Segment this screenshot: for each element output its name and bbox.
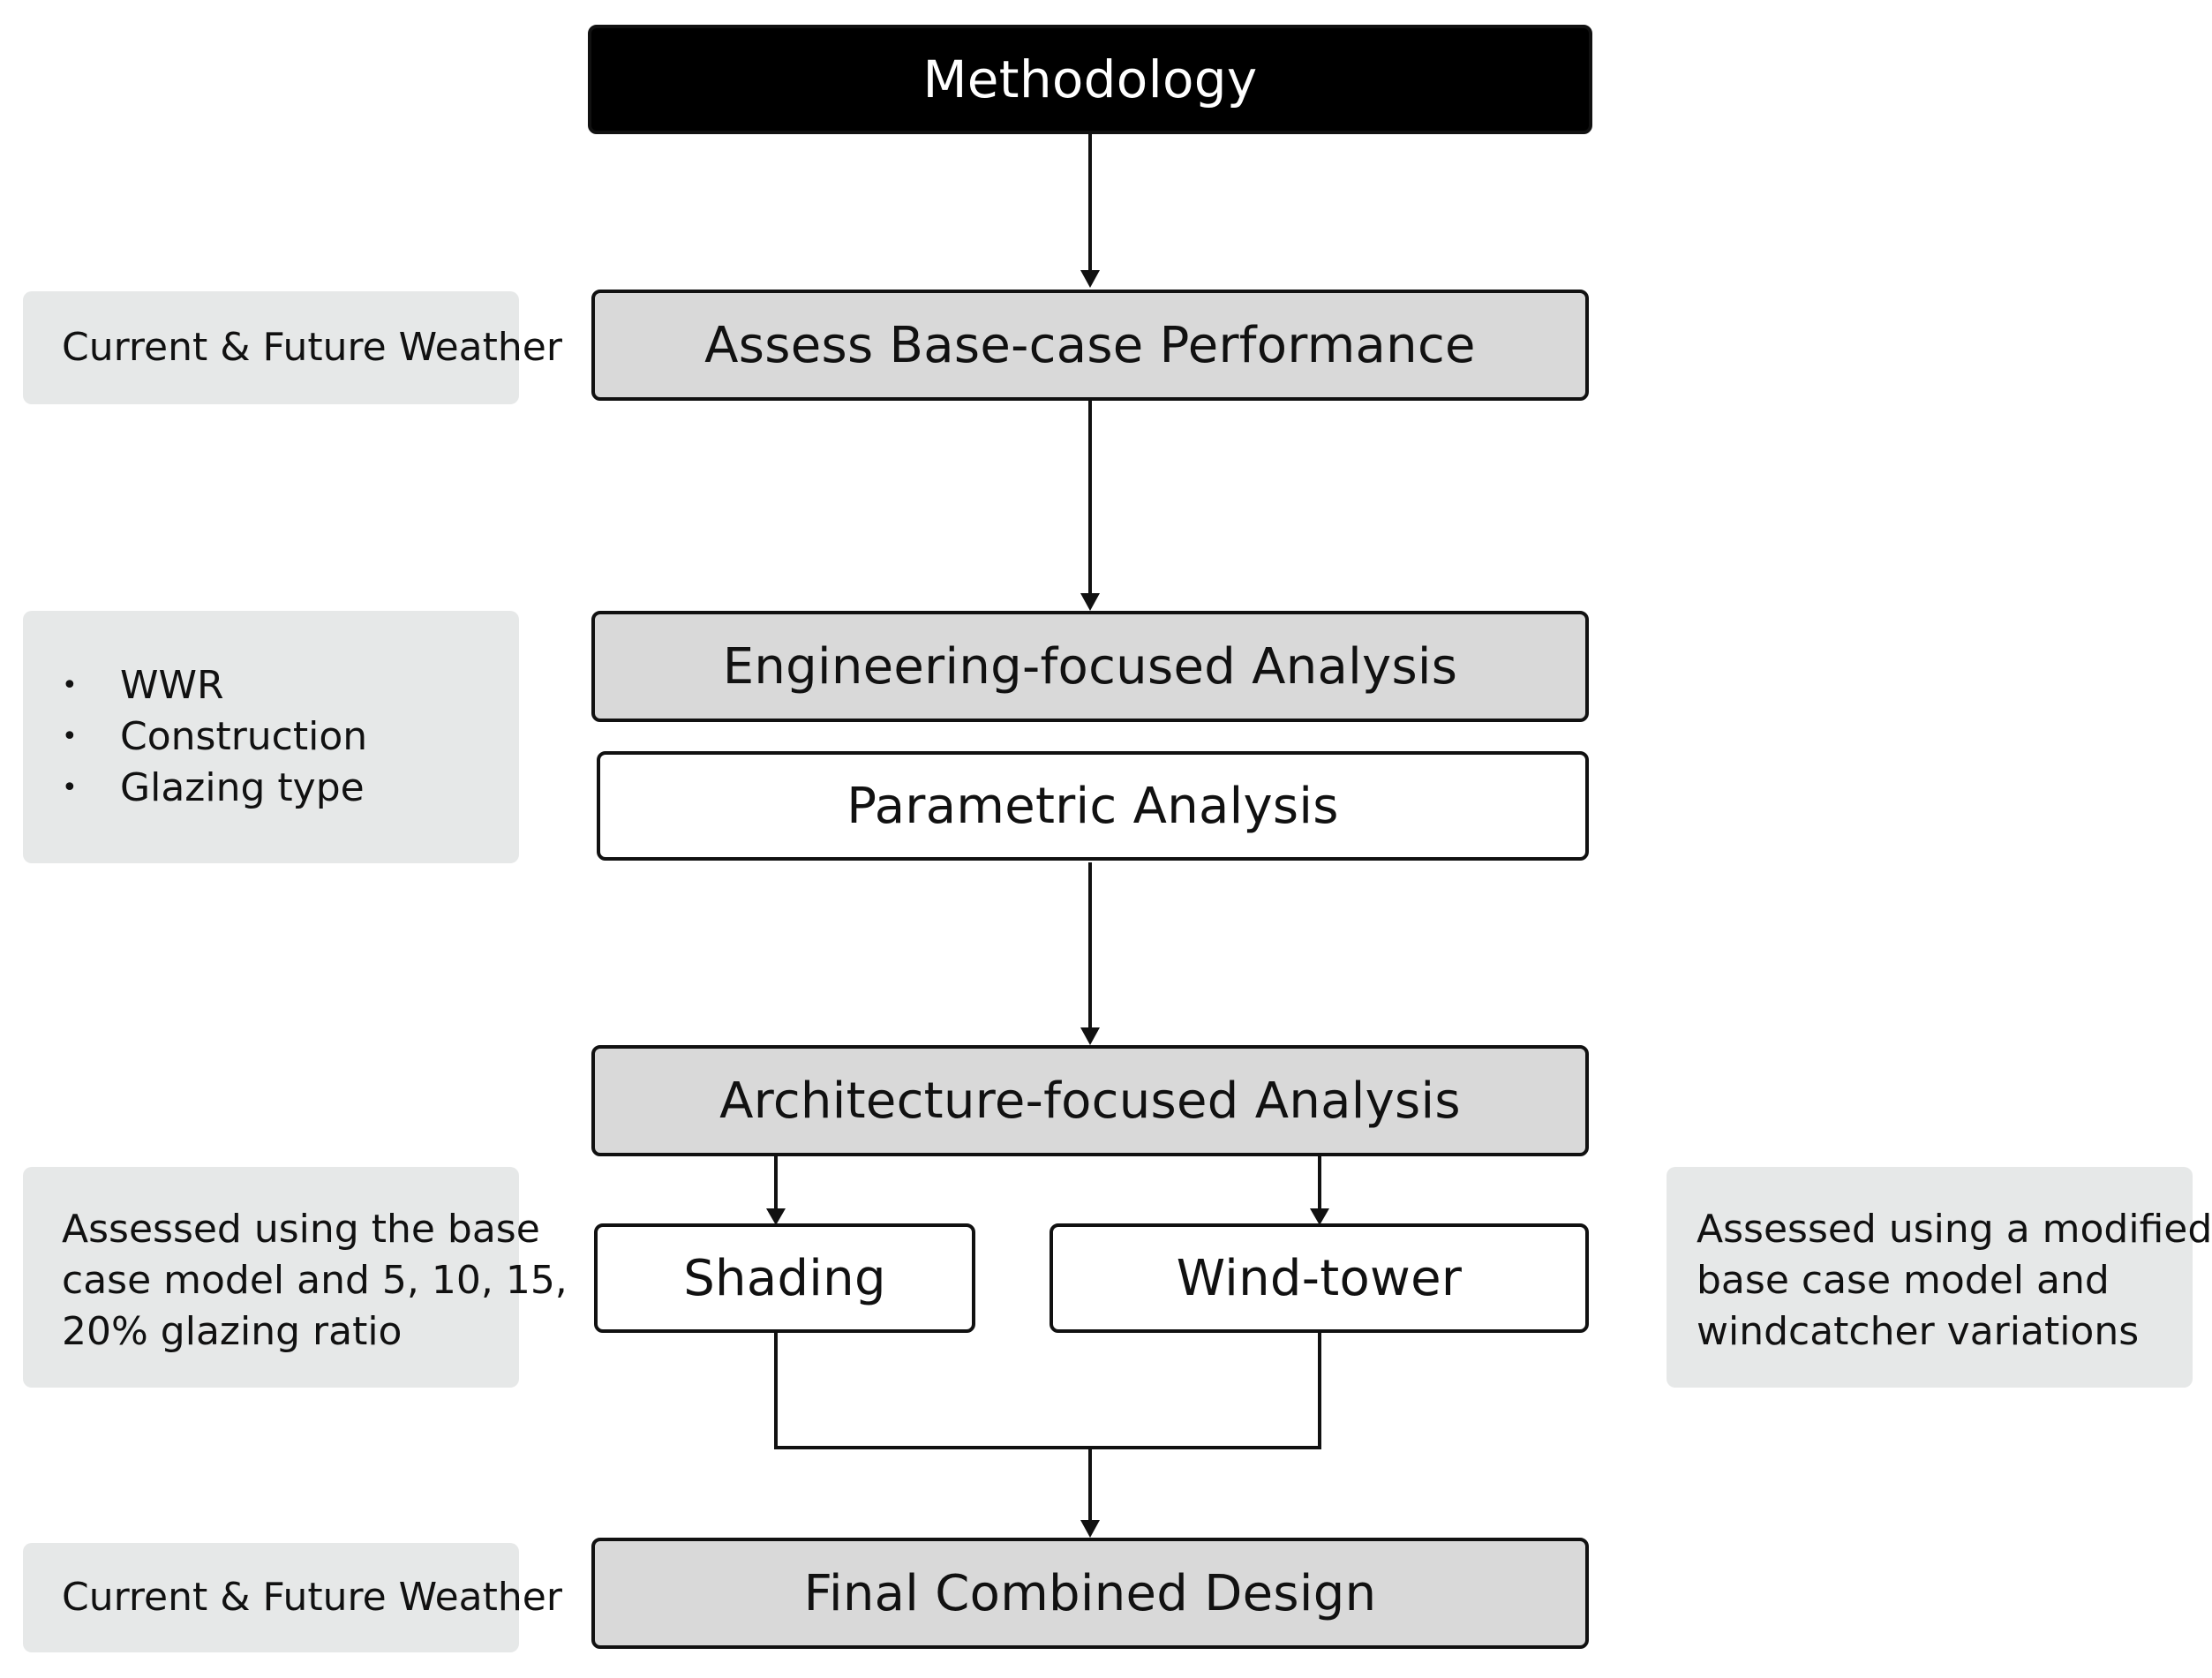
final-design-label: Final Combined Design bbox=[803, 1564, 1377, 1622]
architecture-analysis-label: Architecture-focused Analysis bbox=[719, 1072, 1461, 1130]
arrowhead-engineering bbox=[1080, 593, 1100, 611]
parametric-analysis-step: Parametric Analysis bbox=[597, 751, 1589, 861]
methodology-header: Methodology bbox=[588, 25, 1592, 134]
weather-note-top-text: Current & Future Weather bbox=[62, 325, 562, 370]
shading-note-line: 20% glazing ratio bbox=[62, 1309, 403, 1354]
arrowhead-windtower bbox=[1310, 1208, 1329, 1225]
shading-step: Shading bbox=[594, 1223, 975, 1333]
weather-note-bottom: Current & Future Weather bbox=[23, 1543, 562, 1652]
shading-assessment-note: Assessed using the base case model and 5… bbox=[23, 1167, 568, 1388]
engineering-parameters-list: •WWR •Construction •Glazing type bbox=[62, 660, 367, 814]
arrowhead-architecture bbox=[1080, 1027, 1100, 1045]
methodology-label: Methodology bbox=[922, 49, 1258, 109]
shading-label: Shading bbox=[683, 1249, 886, 1307]
parametric-analysis-label: Parametric Analysis bbox=[846, 777, 1339, 835]
engineering-analysis-step: Engineering-focused Analysis bbox=[591, 611, 1589, 722]
engineering-parameters-note: •WWR •Construction •Glazing type bbox=[23, 611, 519, 863]
list-item: •Construction bbox=[62, 714, 368, 759]
engineering-analysis-label: Engineering-focused Analysis bbox=[722, 637, 1458, 696]
arrowhead-final bbox=[1080, 1520, 1100, 1538]
assess-base-case-step: Assess Base-case Performance bbox=[591, 290, 1589, 401]
shading-note-line: Assessed using the base bbox=[62, 1207, 540, 1252]
wind-tower-label: Wind-tower bbox=[1176, 1249, 1463, 1307]
shading-note-line: case model and 5, 10, 15, bbox=[62, 1258, 568, 1303]
windtower-note-line: Assessed using a modified bbox=[1697, 1207, 2212, 1252]
merge-connector bbox=[774, 1331, 1321, 1449]
list-item: •Glazing type bbox=[62, 765, 365, 810]
final-design-step: Final Combined Design bbox=[591, 1538, 1589, 1649]
weather-note-top: Current & Future Weather bbox=[23, 291, 562, 404]
list-item: •WWR bbox=[62, 663, 224, 708]
windtower-note-line: windcatcher variations bbox=[1697, 1309, 2140, 1354]
windtower-note-line: base case model and bbox=[1697, 1258, 2110, 1303]
assess-base-case-label: Assess Base-case Performance bbox=[704, 316, 1476, 374]
architecture-analysis-step: Architecture-focused Analysis bbox=[591, 1045, 1589, 1156]
windtower-assessment-note: Assessed using a modified base case mode… bbox=[1667, 1167, 2212, 1388]
weather-note-bottom-text: Current & Future Weather bbox=[62, 1575, 562, 1620]
arrowhead-shading bbox=[766, 1208, 786, 1225]
arrowhead-assess bbox=[1080, 270, 1100, 288]
wind-tower-step: Wind-tower bbox=[1050, 1223, 1589, 1333]
